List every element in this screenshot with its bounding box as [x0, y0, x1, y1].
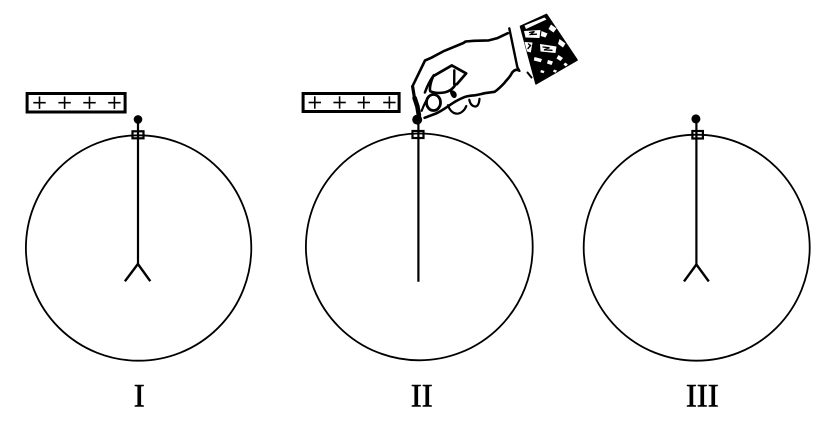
svg-text:III: III [686, 379, 719, 415]
svg-text:I: I [134, 378, 145, 414]
svg-text:II: II [411, 379, 433, 415]
